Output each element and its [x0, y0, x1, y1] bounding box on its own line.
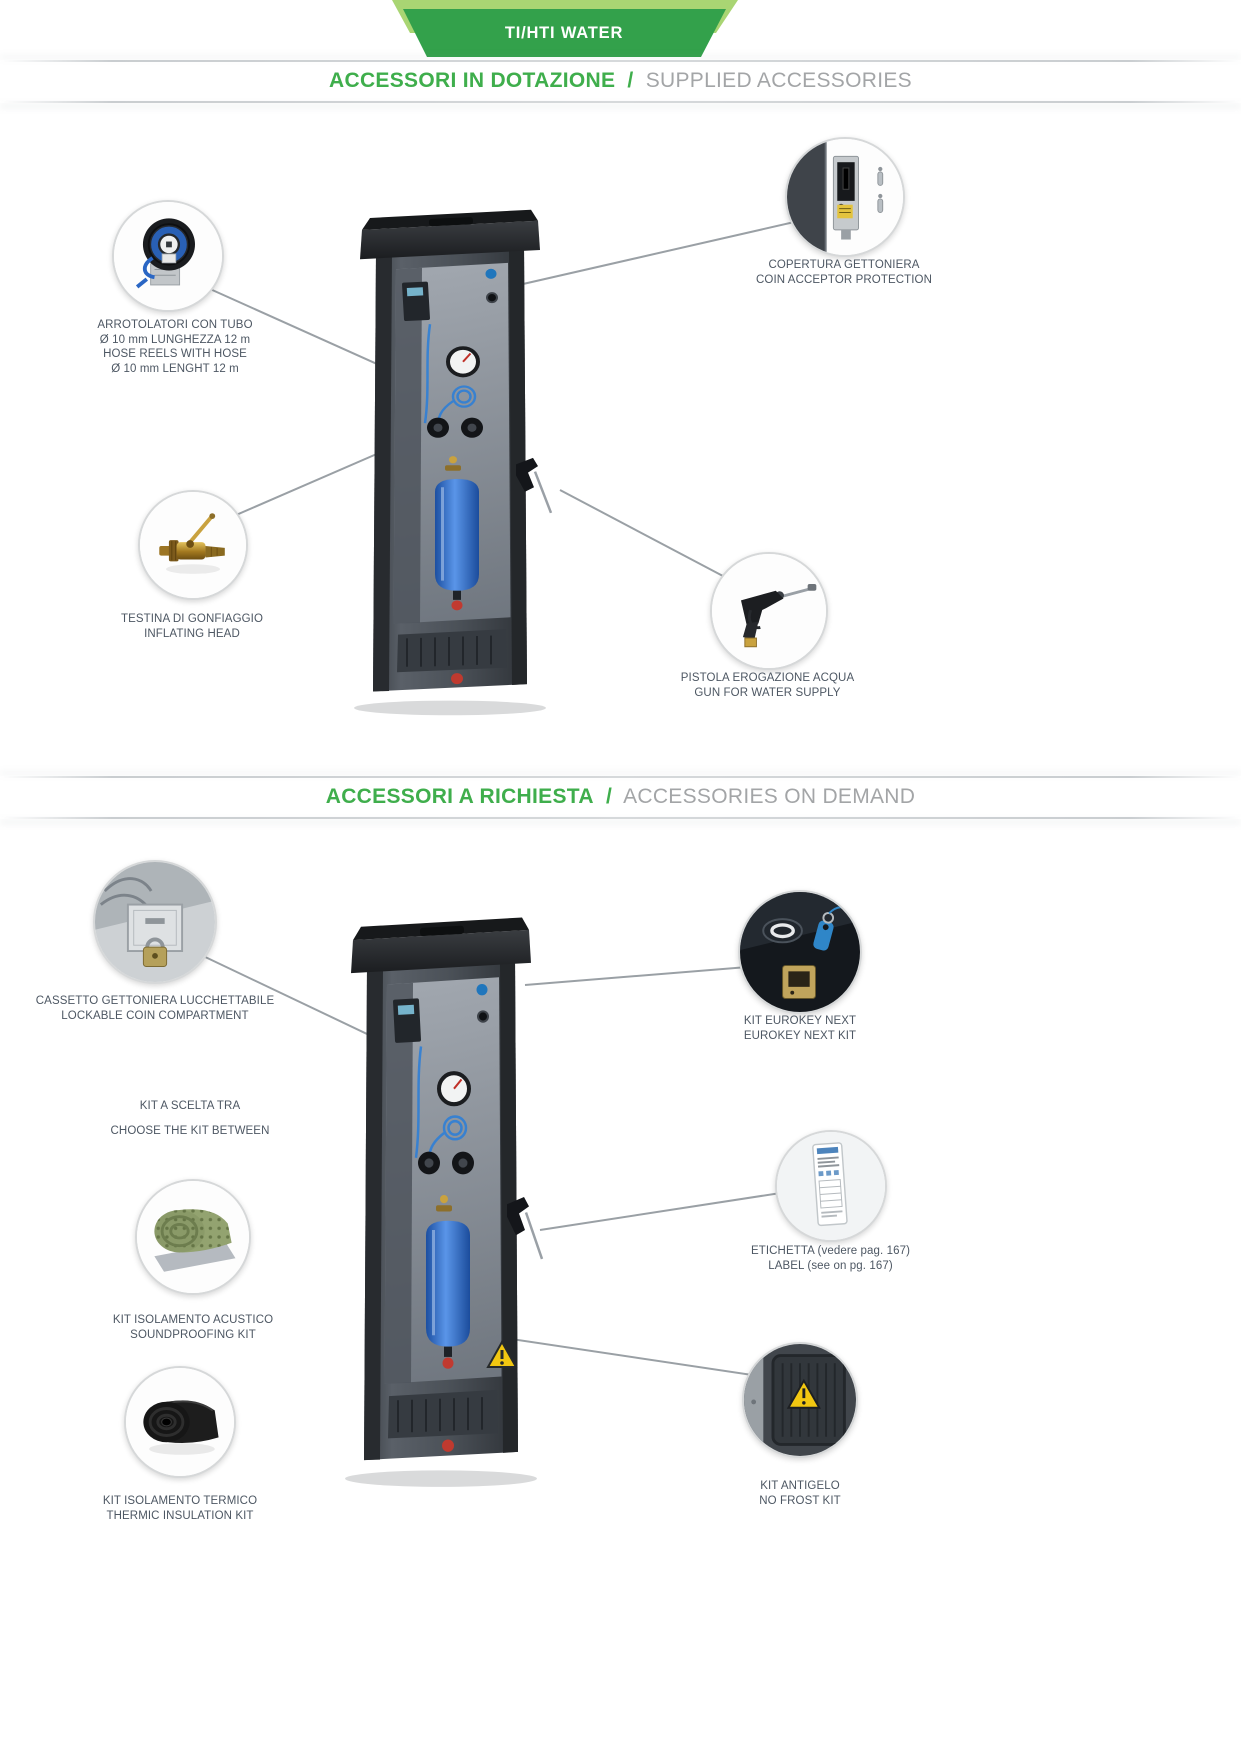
callout-no-frost [742, 1342, 858, 1458]
label-line: THERMIC INSULATION KIT [106, 1509, 254, 1522]
header-rule [0, 776, 1241, 778]
thermal-insulation-label: KIT ISOLAMENTO TERMICO THERMIC INSULATIO… [80, 1494, 280, 1523]
label-line: LABEL (see on pg. 167) [768, 1259, 893, 1272]
banner-ribbon [392, 0, 738, 57]
section-title-en: SUPPLIED ACCESSORIES [645, 69, 912, 92]
label-line: PISTOLA EROGAZIONE ACQUA [680, 672, 855, 684]
callout-soundproofing [135, 1179, 251, 1295]
label-line: COPERTURA GETTONIERA [768, 259, 920, 271]
section-title: ACCESSORI IN DOTAZIONE / SUPPLIED ACCESS… [0, 62, 1241, 101]
machine-illustration-supplied [352, 207, 553, 718]
label-line: ETICHETTA (vedere pag. 167) [750, 1245, 911, 1257]
coin-compartment-label: CASSETTO GETTONIERA LUCCHETTABILE LOCKAB… [30, 994, 280, 1023]
water-gun-label: PISTOLA EROGAZIONE ACQUA GUN FOR WATER S… [655, 671, 880, 700]
callout-coin-protection [785, 137, 905, 257]
label-line: LOCKABLE COIN COMPARTMENT [61, 1009, 249, 1022]
header-rule [0, 60, 1241, 62]
label-line: KIT ISOLAMENTO TERMICO [102, 1495, 258, 1507]
callout-eurokey [738, 890, 862, 1014]
inflating-head-icon [140, 492, 246, 598]
label-line: KIT ISOLAMENTO ACUSTICO [112, 1314, 274, 1326]
label-line: ARROTOLATORI CON TUBO [97, 319, 253, 331]
eurokey-kit-icon [740, 892, 860, 1012]
label-line: INFLATING HEAD [144, 627, 240, 640]
no-frost-label: KIT ANTIGELO NO FROST KIT [700, 1479, 900, 1508]
callout-thermal-insulation [124, 1366, 236, 1478]
header-rule [0, 101, 1241, 103]
thermal-roll-icon [126, 1368, 234, 1476]
section-title: ACCESSORI A RICHIESTA / ACCESSORIES ON D… [0, 778, 1241, 817]
eurokey-label: KIT EUROKEY NEXT EUROKEY NEXT KIT [700, 1014, 900, 1043]
hose-reel-icon [114, 202, 222, 310]
hose-reel-label: ARROTOLATORI CON TUBO Ø 10 mm LUNGHEZZA … [70, 318, 280, 376]
water-gun-icon [712, 554, 826, 668]
coin-compartment-icon [95, 862, 215, 982]
no-frost-panel-icon [744, 1344, 856, 1456]
section-supplied-header: ACCESSORI IN DOTAZIONE / SUPPLIED ACCESS… [0, 60, 1241, 103]
coin-acceptor-icon [787, 139, 903, 255]
label-line: HOSE REELS WITH HOSE [103, 348, 247, 360]
callout-inflating-head [138, 490, 248, 600]
section-title-it: ACCESSORI IN DOTAZIONE [329, 69, 616, 92]
etichetta-label: ETICHETTA (vedere pag. 167) LABEL (see o… [718, 1244, 943, 1273]
label-line: Ø 10 mm LUNGHEZZA 12 m [99, 333, 251, 346]
section-title-separator: / [605, 785, 613, 808]
label-line: KIT A SCELTA TRA [139, 1100, 241, 1112]
callout-coin-compartment [93, 860, 217, 984]
label-line: KIT ANTIGELO [760, 1480, 840, 1492]
label-line: SOUNDPROOFING KIT [130, 1328, 256, 1341]
label-line: EUROKEY NEXT KIT [743, 1029, 857, 1042]
kit-choice-label: KIT A SCELTA TRA CHOOSE THE KIT BETWEEN [85, 1099, 295, 1138]
label-line: CASSETTO GETTONIERA LUCCHETTABILE [35, 995, 275, 1007]
header-rule [0, 817, 1241, 819]
label-line: GUN FOR WATER SUPPLY [694, 686, 841, 699]
callout-water-gun [710, 552, 828, 670]
label-line: NO FROST KIT [759, 1494, 841, 1507]
machine-illustration-demand [336, 902, 546, 1490]
section-title-it: ACCESSORI A RICHIESTA [325, 785, 594, 808]
section-title-en: ACCESSORIES ON DEMAND [623, 785, 916, 808]
connector-line [539, 1189, 801, 1231]
connector-line [559, 489, 741, 586]
label-line: CHOOSE THE KIT BETWEEN [110, 1124, 270, 1137]
label-line: KIT EUROKEY NEXT [743, 1015, 857, 1027]
coin-protection-label: COPERTURA GETTONIERA COIN ACCEPTOR PROTE… [730, 258, 958, 287]
section-demand-header: ACCESSORI A RICHIESTA / ACCESSORIES ON D… [0, 776, 1241, 819]
section-title-separator: / [627, 69, 634, 92]
callout-hose-reel [112, 200, 224, 312]
connector-line [524, 964, 773, 986]
warning-triangle-icon [486, 1340, 518, 1368]
label-line: COIN ACCEPTOR PROTECTION [756, 273, 932, 286]
callout-etichetta [775, 1130, 887, 1242]
soundproofing-mat-icon [137, 1181, 249, 1293]
soundproofing-label: KIT ISOLAMENTO ACUSTICO SOUNDPROOFING KI… [88, 1313, 298, 1342]
label-line: Ø 10 mm LENGHT 12 m [111, 362, 239, 375]
label-sticker-icon [777, 1132, 885, 1240]
banner-title: TI/HTI WATER [504, 24, 624, 42]
label-line: TESTINA DI GONFIAGGIO [120, 613, 264, 625]
inflating-head-label: TESTINA DI GONFIAGGIO INFLATING HEAD [92, 612, 292, 641]
